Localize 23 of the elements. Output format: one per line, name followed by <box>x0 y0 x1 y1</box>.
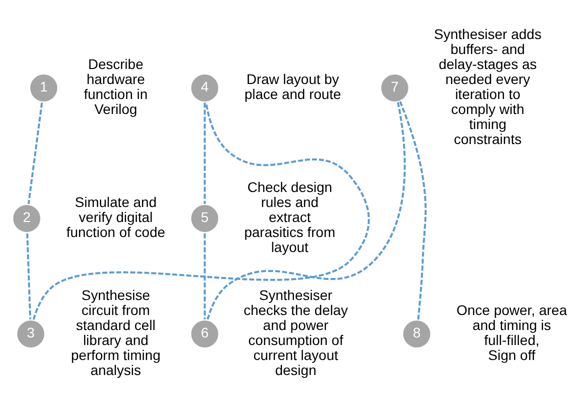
node-label: Synthesiser adds buffers- and delay-stages as needed every iteration to comply with timing constraints <box>434 26 542 148</box>
node-circle: 2 <box>11 203 42 234</box>
node-circle: 5 <box>189 203 220 234</box>
node-label: Check design rules and extract parasitics from layout <box>244 179 336 256</box>
node-circle: 7 <box>379 72 410 104</box>
connector <box>28 102 43 204</box>
node-label: Draw layout by place and route <box>244 71 342 102</box>
connector <box>204 102 206 204</box>
node-label: Once power, area and timing is full-filled, Sign off <box>456 302 568 364</box>
node-circle: 1 <box>28 72 60 104</box>
connector <box>399 101 427 320</box>
connector <box>26 233 32 320</box>
node-circle: 8 <box>401 318 432 350</box>
node-label: Synthesiser checks the delay and power consumption of current layout design <box>244 287 348 378</box>
node-circle: 6 <box>189 318 220 350</box>
connector <box>32 102 370 320</box>
node-circle: 3 <box>15 318 46 350</box>
connector <box>206 102 406 320</box>
node-label: Synthesise circuit from standard cell library and perform timing analysis <box>71 287 160 378</box>
node-label: Simulate and verify digital function of code <box>66 194 166 240</box>
node-label: Describe hardware function in Verilog <box>84 56 148 118</box>
connector <box>204 233 206 320</box>
node-circle: 4 <box>189 72 220 104</box>
